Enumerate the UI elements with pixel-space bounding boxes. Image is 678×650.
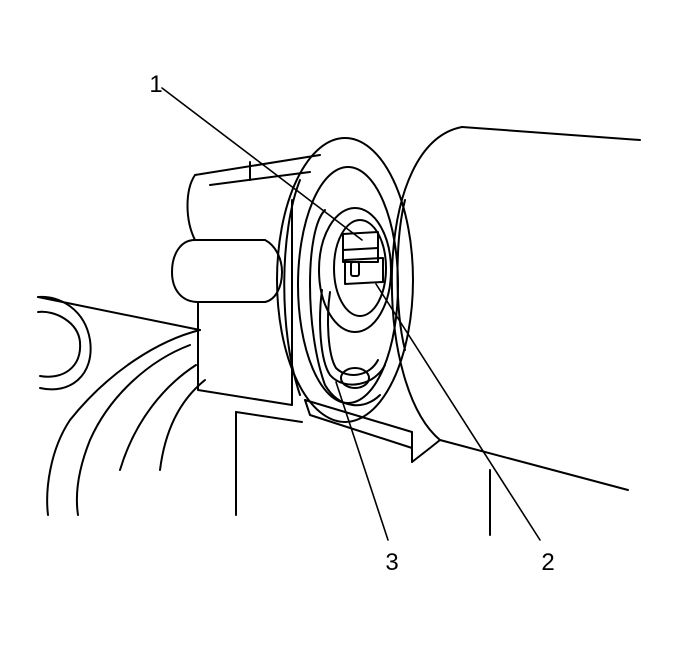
callout-2-label: 2 — [541, 549, 554, 576]
cylinder-body — [390, 126, 641, 491]
lower-ledge — [235, 399, 491, 536]
leader-line-1 — [161, 87, 363, 241]
indicator-window — [344, 257, 384, 285]
leader-lines — [161, 87, 541, 541]
callout-1-label: 1 — [149, 71, 162, 98]
retaining-clip — [319, 289, 386, 389]
leader-line-2 — [375, 283, 541, 541]
left-tube-outline — [37, 295, 206, 516]
leader-line-3 — [335, 381, 389, 541]
callout-3-label: 3 — [385, 549, 398, 576]
mounting-bracket — [171, 154, 321, 406]
locking-tab — [342, 231, 379, 263]
socket-housing — [309, 207, 392, 407]
